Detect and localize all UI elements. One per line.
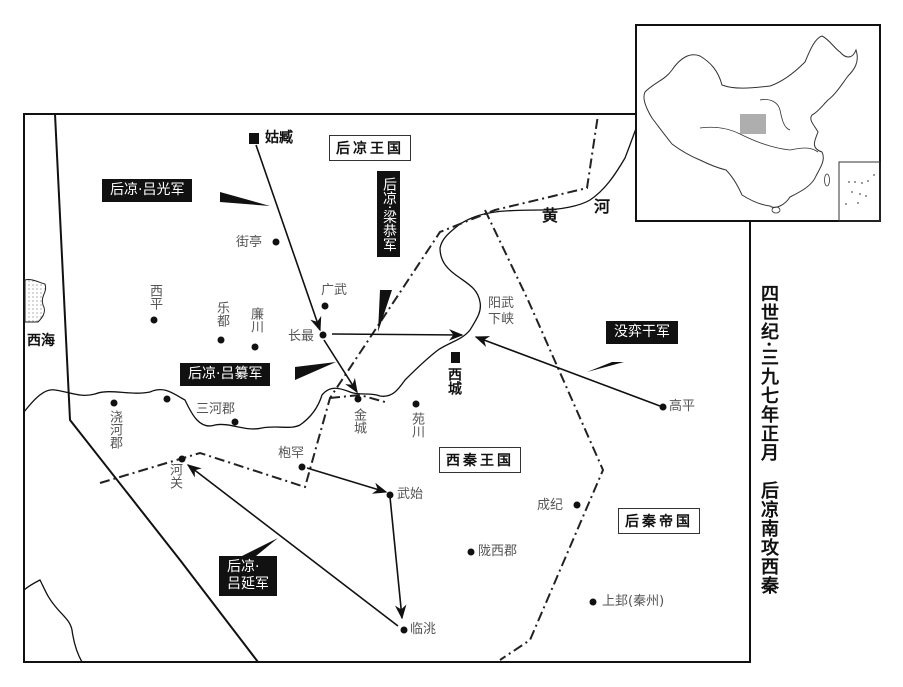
- inset-highlight-region: [740, 114, 766, 134]
- kingdom-label-houliang: 后凉王国: [329, 135, 411, 161]
- city-dot-sanhejun: [231, 418, 239, 426]
- capital-label-xicheng: 西城: [446, 367, 462, 395]
- city-dot-unnamed: [163, 395, 171, 403]
- army-label-lu-guang: 后凉·吕光军: [102, 179, 193, 202]
- city-dot-lianchuan: [251, 343, 259, 351]
- place-label-yangwu-xiaxia: 阳武下峡: [487, 296, 514, 327]
- city-dot-baohan: [298, 463, 306, 471]
- callout-pointer-lu-zuan: [295, 362, 336, 380]
- city-dot-yuanchuan: [412, 400, 420, 408]
- place-label-jiaohejun: 浇河郡: [107, 410, 122, 449]
- place-label-changzui: 长最: [288, 329, 315, 344]
- river-label-yellow-1: 黄: [542, 206, 559, 225]
- city-dot-gaoping: [659, 403, 667, 411]
- border-houliang-xiqin: [99, 114, 599, 489]
- route-lu-zuan: [323, 339, 358, 394]
- inset-hainan: [771, 206, 781, 214]
- army-label-moyigan: 没弈干军: [606, 321, 678, 344]
- place-label-gaoping: 高平: [669, 399, 696, 414]
- place-label-ledu: 乐都: [214, 301, 229, 327]
- place-label-jincheng: 金城: [351, 408, 366, 434]
- city-dot-shanggui: [589, 598, 597, 606]
- city-dot-jiaohejun: [110, 399, 118, 407]
- city-dot-heguan: [178, 455, 186, 463]
- river-north: [23, 117, 641, 430]
- city-dot-jincheng: [354, 395, 362, 403]
- route-lu-guang: [255, 144, 322, 332]
- city-dot-lintao: [400, 626, 408, 634]
- river-south-west: [23, 579, 83, 663]
- border-xiqin-west-river: [329, 393, 386, 403]
- inset-taiwan: [824, 173, 830, 187]
- kingdom-label-houqin: 后秦帝国: [618, 508, 700, 534]
- inset-map: [635, 24, 881, 230]
- place-label-sanhejun: 三河郡: [196, 402, 236, 417]
- place-label-xiping: 西平: [147, 284, 162, 310]
- city-dot-longxijun: [467, 548, 475, 556]
- capital-marker-xicheng: [451, 352, 460, 363]
- inset-internal-line-2: [759, 99, 791, 131]
- border-xiqin-houqin: [484, 209, 605, 661]
- city-dot-guangwu: [321, 302, 329, 310]
- city-dot-ledu: [217, 336, 225, 344]
- place-label-baohan: 枹罕: [278, 446, 305, 461]
- place-label-lianchuan: 廉川: [248, 307, 263, 333]
- river-label-yellow-2: 河: [594, 197, 611, 216]
- callout-pointer-moyigan: [587, 362, 624, 372]
- route-wushi-lintao: [389, 496, 407, 620]
- callout-pointer-lu-yan: [242, 538, 278, 556]
- route-moyigan: [474, 336, 661, 407]
- place-label-guangwu: 广武: [321, 283, 348, 298]
- place-label-jieting: 街亭: [236, 235, 263, 250]
- inset-south-sea-box: [838, 161, 881, 222]
- inset-china-outline: [643, 35, 858, 208]
- callout-pointer-lu-guang: [220, 192, 270, 206]
- city-dot-chengji: [573, 501, 581, 509]
- capital-marker-guzang: [249, 133, 259, 144]
- inset-internal-line: [699, 126, 819, 153]
- kingdom-label-xiqin: 西秦王国: [439, 447, 521, 473]
- army-label-lu-zuan: 后凉·吕纂军: [180, 363, 271, 386]
- route-lu-yan: [186, 464, 399, 627]
- callout-pointer-liang-gong: [378, 290, 392, 332]
- place-label-heguan: 河关: [167, 463, 182, 489]
- place-label-lintao: 临洮: [410, 622, 437, 637]
- city-dot-wushi: [386, 491, 394, 499]
- capital-label-guzang: 姑臧: [265, 130, 293, 146]
- place-label-shanggui: 上邽(秦州): [602, 594, 665, 609]
- main-map-frame: [23, 113, 751, 663]
- map-title: 四世纪·三九七年正月 后凉南攻西秦: [758, 284, 779, 596]
- place-label-longxijun: 陇西郡: [478, 544, 518, 559]
- city-dot-changzui: [319, 331, 327, 339]
- boundary-line: [54, 113, 259, 663]
- place-label-wushi: 武始: [397, 487, 424, 502]
- city-dot-xiping: [150, 316, 158, 324]
- army-label-lu-yan: 后凉· 吕延军: [219, 556, 277, 596]
- west-sea-lake: [24, 279, 47, 323]
- place-label-chengji: 成纪: [537, 498, 564, 513]
- west-sea-label: 西海: [27, 333, 55, 349]
- place-label-yuanchuan: 苑川: [409, 412, 424, 438]
- city-dot-jieting: [272, 238, 280, 246]
- route-liang-gong: [331, 329, 464, 341]
- army-label-liang-gong: 后凉·梁恭军: [377, 171, 400, 258]
- route-baohan-wushi: [306, 467, 388, 494]
